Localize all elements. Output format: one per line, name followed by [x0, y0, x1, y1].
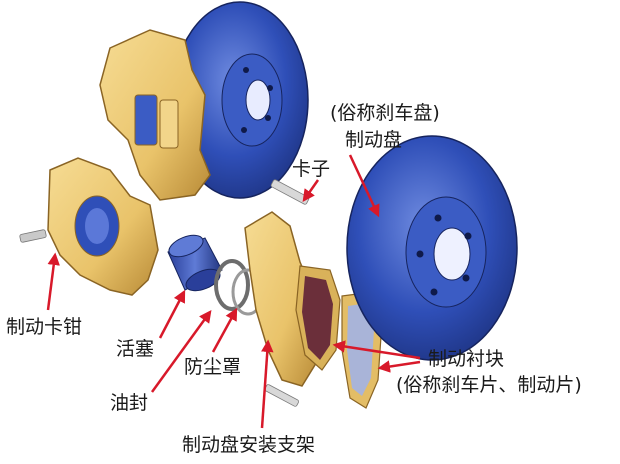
assembled-caliper: [99, 29, 211, 201]
arrow-disc: [348, 154, 380, 218]
brake-disc: [346, 135, 518, 361]
arrow-bracket: [260, 339, 274, 429]
arrow-oil-seal: [150, 309, 212, 393]
arrow-pad-light: [377, 360, 421, 373]
piston: [167, 234, 223, 292]
mounting-bracket: [244, 179, 319, 407]
assembled-brake-disc: [171, 1, 309, 199]
label-bracket: 制动盘安装支架: [182, 434, 316, 456]
label-dust-boot: 防尘罩: [184, 356, 242, 378]
label-oil-seal: 油封: [110, 392, 149, 414]
arrow-pad-dark: [332, 340, 421, 360]
label-clip: 卡子: [292, 158, 331, 180]
label-pads-note: (俗称刹车片、制动片): [396, 374, 582, 396]
label-caliper: 制动卡钳: [6, 316, 83, 338]
label-disc-note: (俗称刹车盘): [330, 102, 440, 124]
exploded-caliper: [19, 157, 159, 296]
label-piston: 活塞: [116, 338, 155, 360]
label-pads: 制动衬块: [428, 348, 505, 370]
arrow-clip: [302, 179, 320, 203]
arrow-piston: [158, 289, 186, 339]
callout-arrows: [46, 154, 421, 429]
arrow-dust-boot: [211, 307, 238, 353]
label-disc: 制动盘: [345, 129, 403, 151]
arrow-caliper: [46, 252, 60, 311]
